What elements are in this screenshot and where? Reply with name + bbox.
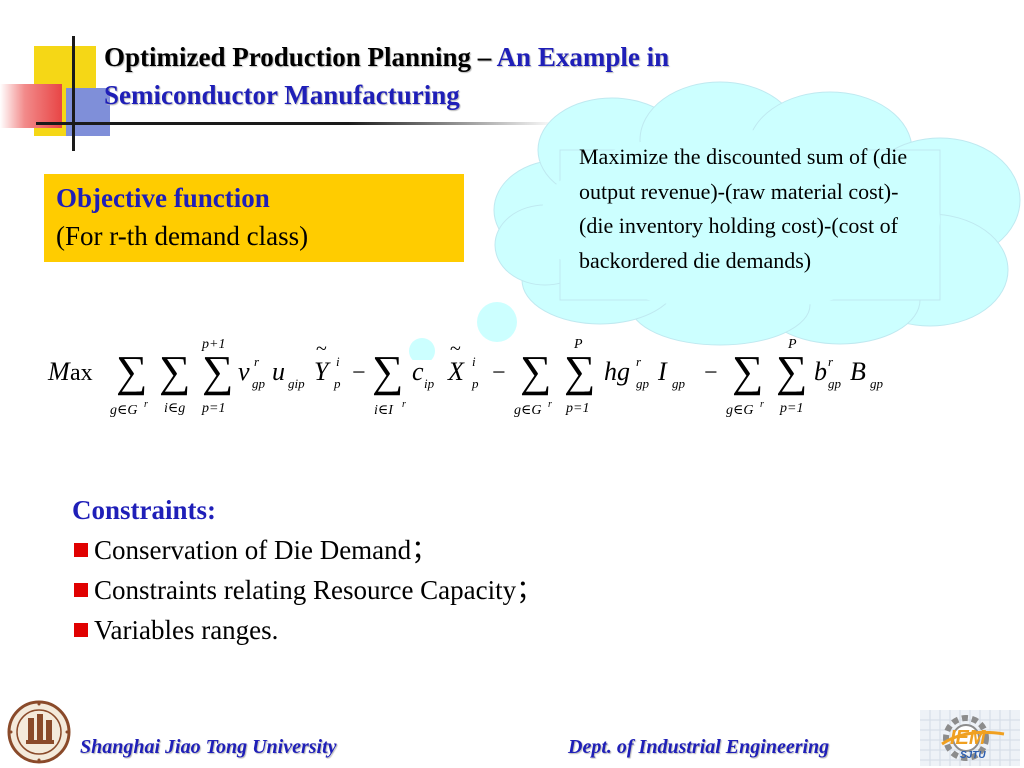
sigma-symbol: ∑ <box>116 347 147 396</box>
sigma-symbol: ∑ <box>732 347 763 396</box>
constraint-text: Variables ranges. <box>94 615 279 645</box>
formula-i: I <box>657 357 668 386</box>
formula-sup: r <box>760 399 764 410</box>
formula-sup: r <box>144 399 148 410</box>
formula-sub: gp <box>252 376 266 391</box>
formula-max-m: M <box>47 357 71 386</box>
formula-x: X <box>447 357 465 386</box>
footer-university: Shanghai Jiao Tong University <box>80 736 337 758</box>
decorative-red-block <box>0 84 62 128</box>
formula-sub: gip <box>288 376 305 391</box>
formula-sub: p=1 <box>565 401 589 416</box>
list-item: Variables ranges. <box>72 610 772 650</box>
formula-sub: p=1 <box>201 401 225 416</box>
tilde-mark: ~ <box>316 338 327 360</box>
svg-text:IEM: IEM <box>950 727 987 749</box>
thought-cloud <box>409 81 1021 360</box>
objective-formula: M ax ∑ g∈G r ∑ i∈g ∑ p+1 p=1 v r gp u gi… <box>47 337 884 418</box>
formula-minus: − <box>352 360 366 386</box>
constraint-text: Conservation of Die Demand； <box>94 535 439 565</box>
title-part-3: Semiconductor Manufacturing <box>104 80 460 110</box>
formula-sub: p <box>471 376 479 391</box>
formula-sup: r <box>828 354 834 369</box>
formula-big-b: B <box>850 357 866 386</box>
formula-sub: g∈G <box>514 403 541 418</box>
constraint-text: Constraints relating Resource Capacity； <box>94 575 544 605</box>
formula-sub: i∈I <box>374 403 394 418</box>
formula-sub: gp <box>870 376 884 391</box>
formula-sup: r <box>254 354 260 369</box>
list-item: Conservation of Die Demand； <box>72 530 772 570</box>
title-part-1: Optimized Production Planning – <box>104 42 497 72</box>
square-bullet-icon <box>74 623 88 637</box>
formula-hg: hg <box>604 357 630 386</box>
square-bullet-icon <box>74 543 88 557</box>
formula-sub: ip <box>424 376 435 391</box>
tilde-mark: ~ <box>450 338 461 360</box>
constraints-title: Constraints: <box>72 495 217 525</box>
formula-sub: gp <box>828 376 842 391</box>
objective-subtitle: (For r-th demand class) <box>56 221 309 251</box>
formula-top: p+1 <box>201 337 225 352</box>
formula-sup: r <box>636 354 642 369</box>
formula-sub: gp <box>672 376 686 391</box>
title-part-2: An Example in <box>496 42 670 72</box>
cloud-text: Maximize the discounted sum of (die outp… <box>579 144 908 273</box>
formula-u: u <box>272 357 285 386</box>
formula-top: P <box>573 337 583 352</box>
formula-sup: i <box>472 354 476 369</box>
formula-top: P <box>787 337 797 352</box>
list-item: Constraints relating Resource Capacity； <box>72 570 772 610</box>
formula-minus: − <box>704 360 718 386</box>
formula-v: v <box>238 357 250 386</box>
decorative-horizontal-line <box>36 122 556 125</box>
formula-sub: gp <box>636 376 650 391</box>
slide-title: Optimized Production Planning – An Examp… <box>104 38 864 114</box>
formula-sub: i∈g <box>164 401 185 416</box>
objective-title: Objective function <box>56 183 270 213</box>
sigma-symbol: ∑ <box>372 347 403 396</box>
sigma-symbol: ∑ <box>776 347 807 396</box>
iem-sjtu-logo: IEM SJTU <box>920 710 1020 766</box>
formula-sub: g∈G <box>726 403 753 418</box>
decorative-vertical-line <box>72 36 75 151</box>
constraints-section: Constraints: Conservation of Die Demand；… <box>72 490 772 650</box>
sigma-symbol: ∑ <box>202 347 233 396</box>
formula-b: b <box>814 357 827 386</box>
formula-y: Y <box>314 357 331 386</box>
formula-sup: i <box>336 354 340 369</box>
formula-minus: − <box>492 360 506 386</box>
sigma-symbol: ∑ <box>159 347 190 396</box>
formula-sub: p=1 <box>779 401 803 416</box>
formula-sup: r <box>402 399 406 410</box>
formula-sub: p <box>333 376 341 391</box>
sigma-symbol: ∑ <box>564 347 595 396</box>
objective-box: Objective function (For r-th demand clas… <box>44 174 464 262</box>
sigma-symbol: ∑ <box>520 347 551 396</box>
sjtu-seal-logo <box>7 700 71 764</box>
formula-max-rest: ax <box>70 360 93 386</box>
square-bullet-icon <box>74 583 88 597</box>
formula-sub: g∈G <box>110 403 137 418</box>
formula-sup: r <box>548 399 552 410</box>
formula-c: c <box>412 357 424 386</box>
footer-department: Dept. of Industrial Engineering <box>568 736 830 758</box>
svg-text:SJTU: SJTU <box>960 750 986 761</box>
